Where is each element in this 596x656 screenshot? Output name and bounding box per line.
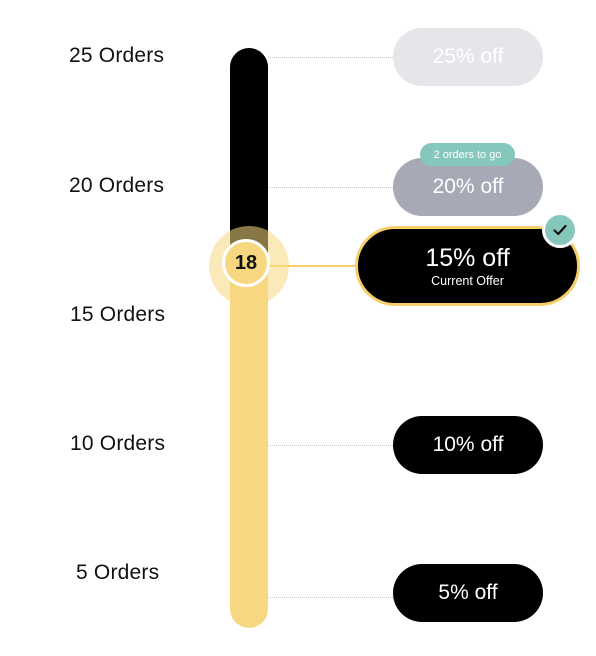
milestone-label-15: 15 Orders xyxy=(70,303,166,326)
milestone-label-25: 25 Orders xyxy=(69,44,165,67)
guide-line-20 xyxy=(268,187,393,188)
milestone-label-20: 20 Orders xyxy=(69,174,165,197)
milestone-label-10: 10 Orders xyxy=(70,432,166,455)
guide-line-25 xyxy=(268,57,393,58)
guide-line-5 xyxy=(268,597,393,598)
guide-line-10 xyxy=(268,445,393,446)
check-icon xyxy=(542,212,578,248)
current-offer-subtitle: Current Offer xyxy=(431,274,504,288)
current-offer-value: 15% off xyxy=(425,244,510,272)
offer-pill-25: 25% off xyxy=(393,28,543,86)
current-offer-connector xyxy=(270,265,356,267)
offer-pill-10: 10% off xyxy=(393,416,543,474)
offer-pill-5: 5% off xyxy=(393,564,543,622)
progress-knob: 18 xyxy=(222,239,270,287)
milestone-label-5: 5 Orders xyxy=(76,561,160,584)
offer-pill-20: 20% off xyxy=(393,158,543,216)
check-icon-glyph xyxy=(553,224,567,236)
current-offer-pill: 15% off Current Offer xyxy=(355,226,580,306)
progress-track xyxy=(230,48,268,628)
orders-to-go-badge: 2 orders to go xyxy=(420,143,515,166)
